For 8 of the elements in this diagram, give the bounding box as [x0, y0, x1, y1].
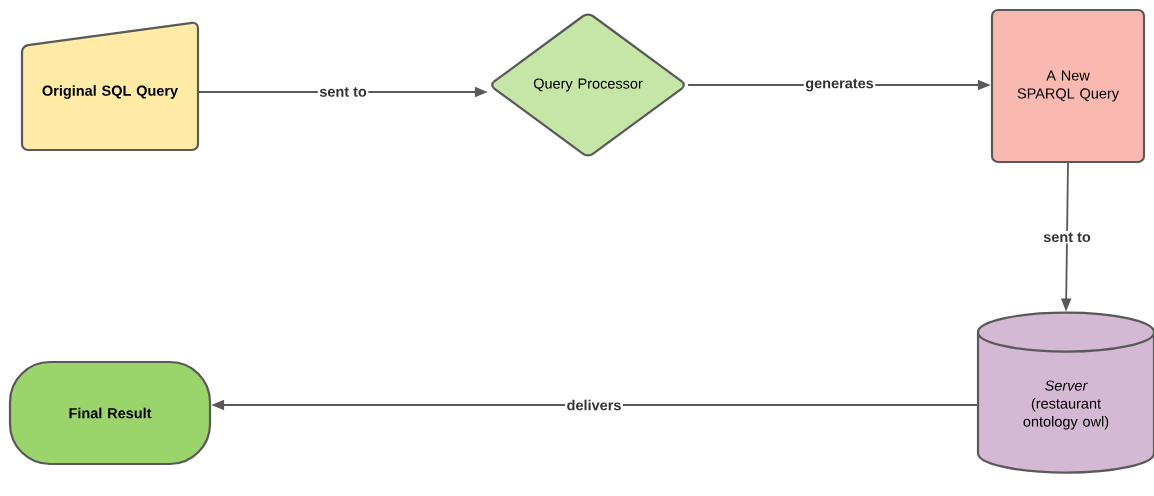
terminal-box: Final Result	[8, 360, 212, 466]
edge-label: sent to	[1041, 231, 1093, 244]
process-box: A New SPARQL Query	[990, 8, 1146, 164]
edge-label: delivers	[565, 398, 623, 412]
edge-label: generates	[803, 77, 876, 93]
input-box: Original SQL Query	[20, 21, 200, 152]
database-cylinder: Server (restaurant ontology owl)	[976, 311, 1154, 474]
edge-label: sent to	[317, 85, 369, 99]
